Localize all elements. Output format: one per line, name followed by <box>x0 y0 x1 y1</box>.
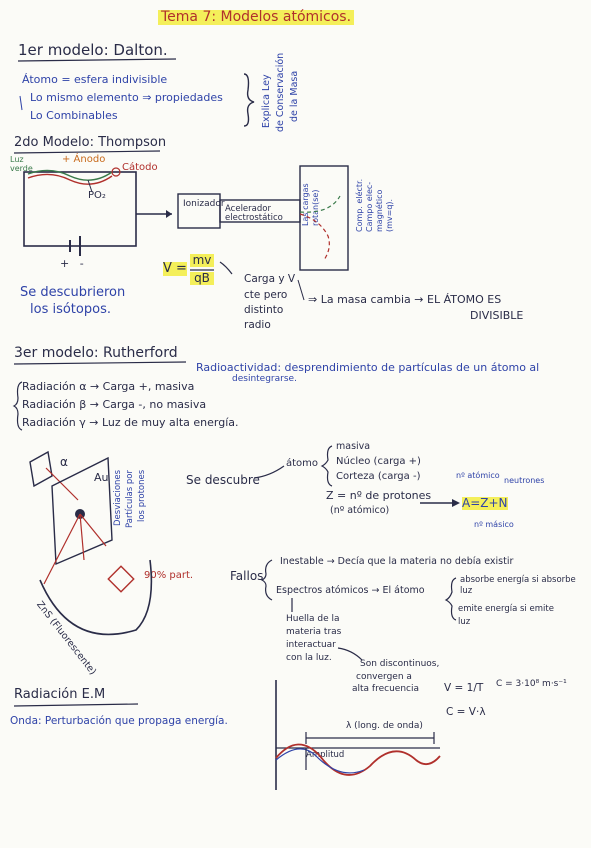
catodo-label: Cátodo <box>122 162 158 173</box>
n-atomico-note: (nº atómico) <box>330 505 390 516</box>
masa-cambia: ⇒ La masa cambia → EL ÁTOMO ES <box>308 293 502 306</box>
carga-brace <box>297 279 305 301</box>
carga-line-3: distinto <box>244 304 284 316</box>
huella-4: con la luz. <box>286 653 332 663</box>
ionizador-label: Ionizador <box>183 199 225 209</box>
fallos-brace <box>260 559 273 601</box>
eq-neutrones: neutrones <box>504 476 545 485</box>
rutherford-heading: 3er modelo: Rutherford <box>14 345 178 361</box>
particle-path <box>299 213 330 261</box>
dalton-left-bar <box>19 95 23 111</box>
luz-verde-label: Luz verde <box>10 155 33 173</box>
alpha-symbol: α <box>60 455 68 469</box>
tube-wave-green <box>27 169 113 181</box>
thomson-heading-underline <box>13 150 161 154</box>
eq-n-atomico: nº atómico <box>456 471 500 480</box>
au-label: Au <box>94 471 109 484</box>
ionizador-box <box>177 193 221 229</box>
wavelength-label: λ (long. de onda) <box>346 721 423 731</box>
nucleo-label: Núcleo (carga +) <box>336 456 421 467</box>
page-title: Tema 7: Modelos atómicos. <box>158 9 355 26</box>
absorbe-2: luz <box>460 586 473 596</box>
mass-number-equation: A=Z+N <box>462 496 508 511</box>
light-speed-equation: C = 3·10⁸ m·s⁻¹ <box>496 679 567 689</box>
formula-arrow <box>219 261 233 275</box>
frequency-equation: V = 1/T <box>444 682 484 694</box>
radiacion-gamma: Radiación γ → Luz de muy alta energía. <box>22 416 239 429</box>
em-heading-underline <box>13 703 139 707</box>
discontinuos-1: Son discontinuos, <box>360 659 440 669</box>
fallo-espectros: Espectros atómicos → El átomo <box>276 585 425 596</box>
fallo-inestable: Inestable → Decía que la materia no debí… <box>280 556 514 567</box>
carga-line-4: radio <box>244 319 271 331</box>
dalton-brace <box>243 73 255 127</box>
acelerador-label: Acelerador electrostático <box>225 204 283 224</box>
radiacion-beta: Radiación β → Carga -, no masiva <box>22 398 207 411</box>
dalton-heading: 1er modelo: Dalton. <box>18 41 168 59</box>
em-heading: Radiación E.M <box>14 687 106 702</box>
dalton-heading-underline <box>17 58 177 62</box>
huella-2: materia tras <box>286 627 342 637</box>
acelerador-box <box>219 199 301 223</box>
thomson-heading: 2do Modelo: Thompson <box>14 135 167 150</box>
emite-2: luz <box>458 617 471 627</box>
dalton-line-3: Lo Combinables <box>30 109 118 122</box>
rutherford-heading-underline <box>13 361 187 365</box>
atomo-label: átomo <box>286 458 319 469</box>
anodo-label: + Ánodo <box>62 154 106 165</box>
radiacion-alpha: Radiación α → Carga +, masiva <box>22 380 195 393</box>
wave-speed-equation: C = V·λ <box>446 706 486 718</box>
divisible-label: DIVISIBLE <box>470 309 524 322</box>
atomo-brace-2 <box>444 577 457 621</box>
huella-1: Huella de la <box>286 614 340 624</box>
isotopos-line-2: los isótopos. <box>30 302 111 317</box>
dalton-line-1: Átomo = esfera indivisible <box>22 73 168 86</box>
discontinuos-2: convergen a <box>356 672 412 682</box>
em-onda-def: Onda: Perturbación que propaga energía. <box>10 715 228 727</box>
huella-arrow <box>337 647 363 661</box>
particle-path-2 <box>299 195 341 213</box>
percent-particles: 90% part. <box>144 570 194 581</box>
eq-n-masico: nº másico <box>474 520 514 529</box>
camara-box <box>299 165 349 271</box>
absorbe-1: absorbe energía si absorbe <box>460 575 576 585</box>
formula-denominator: qB <box>190 271 214 286</box>
atomo-brace <box>320 445 333 487</box>
battery-signs: + - <box>60 257 84 270</box>
corteza-label: Corteza (carga -) <box>336 471 421 482</box>
tube-wave-red <box>27 173 113 185</box>
masiva-label: masiva <box>336 441 371 452</box>
emite-1: emite energía si emite <box>458 604 554 614</box>
dalton-line-2: Lo mismo elemento ⇒ propiedades <box>30 91 223 104</box>
carga-line-1: Carga y V <box>244 273 296 285</box>
radiacion-brace <box>12 381 23 431</box>
thomson-circuit <box>23 167 172 256</box>
formula-lhs: V = <box>163 261 187 277</box>
formula-numerator: mv <box>190 253 214 268</box>
radioactividad-def: Radioactividad: desprendimiento de partí… <box>196 361 540 374</box>
fallos-label: Fallos <box>230 569 264 583</box>
atomo-arrow <box>253 465 285 479</box>
z-equation: Z = nº de protones <box>326 489 432 502</box>
discontinuos-3: alta frecuencia <box>352 684 419 694</box>
amplitude-label: Amplitud <box>306 750 345 760</box>
carga-line-2: cte pero <box>244 289 288 301</box>
isotopos-line-1: Se descubrieron <box>20 285 126 300</box>
huella-3: interactuar <box>286 640 336 650</box>
em-wave-graph <box>275 680 441 790</box>
radioactividad-def-2: desintegrarse. <box>232 374 297 384</box>
po2-label: PO₂ <box>88 190 106 201</box>
se-descubre: Se descubre <box>186 473 260 487</box>
rutherford-experiment <box>29 450 153 636</box>
